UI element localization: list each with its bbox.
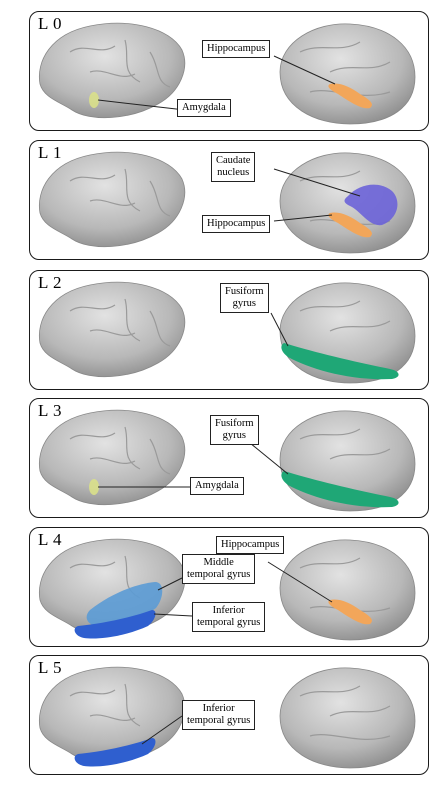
hippocampus-region	[328, 212, 372, 238]
callout-text: Middle	[203, 557, 234, 568]
hippocampus-region	[328, 83, 372, 109]
inferior-temporal-gyrus-callout: Inferior temporal gyrus	[192, 602, 266, 632]
panel-l2: L 2 Fusiform gyrus	[29, 270, 429, 390]
brain-figure	[38, 538, 416, 641]
callout-text: gyrus	[222, 430, 246, 441]
brain-figure	[38, 22, 416, 125]
lateral-brain	[38, 151, 186, 248]
lateral-brain	[38, 409, 186, 506]
brain-figure	[38, 666, 416, 769]
hippocampus-callout: Hippocampus	[216, 536, 285, 554]
panel-label: L 2	[38, 273, 63, 292]
panel-label: L 0	[38, 14, 63, 33]
panel-label: L 1	[38, 143, 63, 162]
hippocampus-region	[328, 599, 372, 625]
fusiform-region	[281, 471, 399, 508]
panel-l0: L 0 Hippocampus Amygdala	[29, 11, 429, 131]
middle-temporal-gyrus-callout: Middle temporal gyrus	[182, 554, 256, 584]
panel-l4: L 4 Hippocampus Middle temporal gyrus In…	[29, 527, 429, 647]
medial-brain	[279, 539, 416, 641]
brain-figure	[38, 151, 416, 254]
brain-figure	[38, 409, 416, 512]
fusiform-callout: Fusiform gyrus	[220, 283, 269, 313]
lateral-brain	[38, 22, 186, 119]
panel-l5: L 5 Inferior temporal gyrus	[29, 655, 429, 775]
callout-text: Hippocampus	[221, 539, 280, 550]
callout-text: Amygdala	[195, 480, 239, 491]
hippocampus-callout: Hippocampus	[202, 40, 271, 58]
lateral-brain	[38, 281, 186, 378]
amygdala-region	[89, 92, 99, 108]
callout-text: Inferior	[202, 703, 235, 714]
callout-text: temporal gyrus	[187, 569, 251, 580]
panel-label: L 3	[38, 401, 63, 420]
panel-l3: L 3 Fusiform gyrus Amygdala	[29, 398, 429, 518]
callout-text: Hippocampus	[207, 218, 266, 229]
callout-text: Fusiform	[225, 286, 264, 297]
panel-l1: L 1 Caudate nucleus Hippocampus	[29, 140, 429, 260]
inferior-temporal-gyrus-callout: Inferior temporal gyrus	[182, 700, 256, 730]
callout-text: Inferior	[212, 605, 245, 616]
panel-label: L 5	[38, 658, 63, 677]
medial-brain	[279, 667, 416, 769]
amygdala-callout: Amygdala	[177, 99, 231, 117]
fusiform-callout: Fusiform gyrus	[210, 415, 259, 445]
brain-figure	[38, 281, 416, 384]
callout-text: temporal gyrus	[187, 715, 251, 726]
callout-text: nucleus	[217, 167, 250, 178]
callout-text: Fusiform	[215, 418, 254, 429]
medial-brain	[279, 23, 416, 125]
callout-text: Caudate	[216, 155, 251, 166]
hippocampus-callout: Hippocampus	[202, 215, 271, 233]
callout-text: temporal gyrus	[197, 617, 261, 628]
callout-text: Hippocampus	[207, 43, 266, 54]
callout-text: Amygdala	[182, 102, 226, 113]
inferior-temporal-gyrus-region	[74, 738, 156, 767]
panel-label: L 4	[38, 530, 63, 549]
callout-text: gyrus	[232, 298, 256, 309]
caudate-callout: Caudate nucleus	[211, 152, 256, 182]
fusiform-region	[281, 343, 399, 380]
amygdala-region	[89, 479, 99, 495]
lateral-brain	[38, 666, 186, 763]
inferior-temporal-gyrus-region	[74, 610, 156, 639]
amygdala-callout: Amygdala	[190, 477, 244, 495]
